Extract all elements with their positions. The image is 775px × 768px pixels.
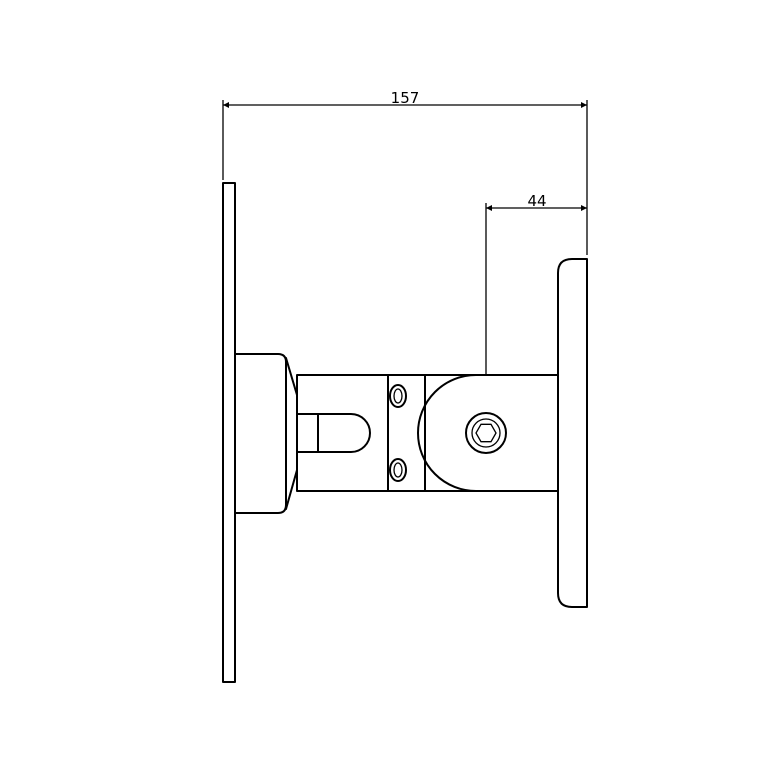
dimension-label-44: 44: [527, 192, 546, 210]
dimension-overall-width: 157: [222, 89, 588, 255]
wall-plate: [222, 182, 236, 683]
swivel-knuckle: [417, 374, 487, 492]
hex-bolt-icon: [465, 412, 507, 454]
collar-screw-top: [389, 384, 407, 408]
dimension-label-157: 157: [391, 89, 420, 107]
arm-slot: [296, 413, 371, 453]
hub-taper-bottom: [285, 469, 298, 510]
hub-taper-top: [285, 357, 298, 396]
dimension-pivot-offset: 44: [485, 192, 587, 376]
device-plate: [557, 258, 588, 608]
wall-hub: [234, 353, 287, 514]
collar-screw-bottom: [389, 458, 407, 482]
arm-body: [296, 374, 559, 492]
